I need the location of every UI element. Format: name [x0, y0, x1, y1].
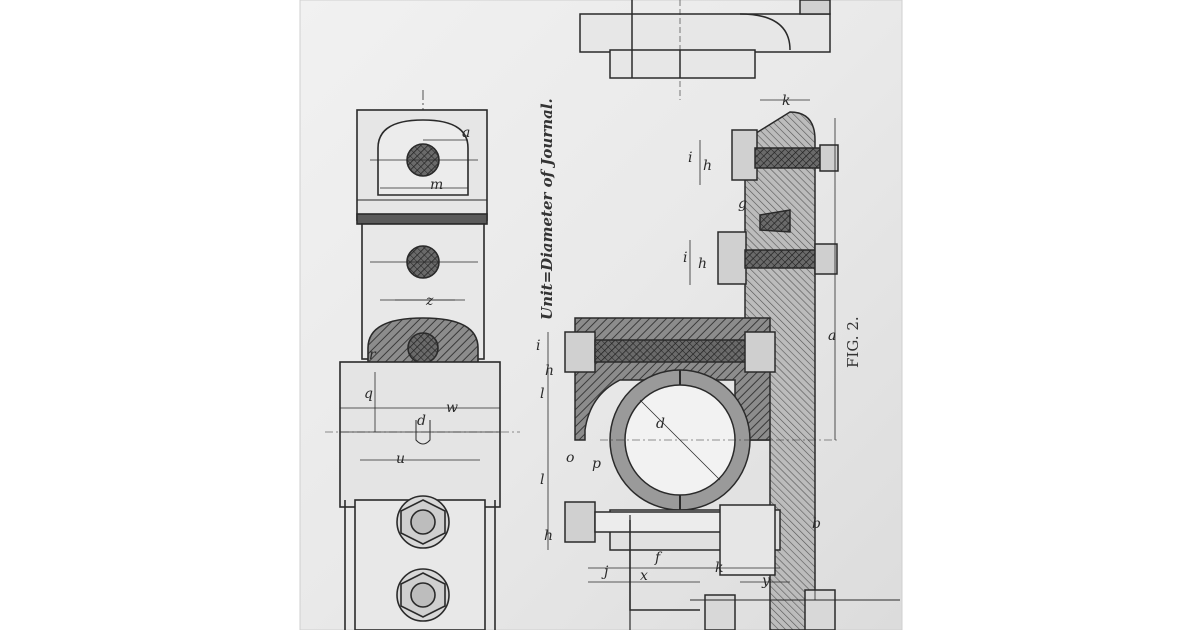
label-y: y	[761, 573, 771, 589]
label-i-3: i	[536, 338, 540, 354]
label-h-1: h	[703, 158, 712, 174]
label-q: q	[364, 386, 373, 402]
label-l-1: l	[540, 386, 544, 402]
label-u: u	[396, 451, 405, 467]
label-x: x	[640, 568, 648, 584]
label-k-bottom: k	[715, 560, 723, 576]
label-j: j	[601, 564, 609, 580]
figure-caption: FIG. 2.	[844, 316, 862, 368]
label-p: p	[592, 456, 601, 472]
label-i-1: i	[688, 150, 692, 166]
top-partial-view	[579, 0, 831, 100]
label-w: w	[446, 400, 458, 416]
label-d-small: d	[417, 413, 426, 429]
label-a-top: a	[462, 125, 470, 141]
label-l-2: l	[540, 472, 544, 488]
label-k-top: k	[782, 93, 790, 109]
label-z: z	[425, 293, 434, 309]
label-d-journal: d	[656, 416, 665, 432]
label-g: g	[738, 196, 747, 212]
label-r: r	[369, 347, 377, 363]
label-a-right: a	[828, 328, 836, 344]
label-f: f	[654, 550, 663, 566]
label-b: b	[812, 516, 821, 532]
right-section-view	[547, 99, 900, 630]
label-o: o	[566, 450, 574, 466]
label-h-3: h	[545, 363, 554, 379]
unit-note: Unit=Diameter of Journal.	[538, 98, 556, 320]
label-i-2: i	[683, 250, 687, 266]
left-elevation-view	[325, 90, 520, 630]
label-h-bottom: h	[544, 528, 553, 544]
label-m: m	[430, 177, 443, 193]
label-h-2: h	[698, 256, 707, 272]
